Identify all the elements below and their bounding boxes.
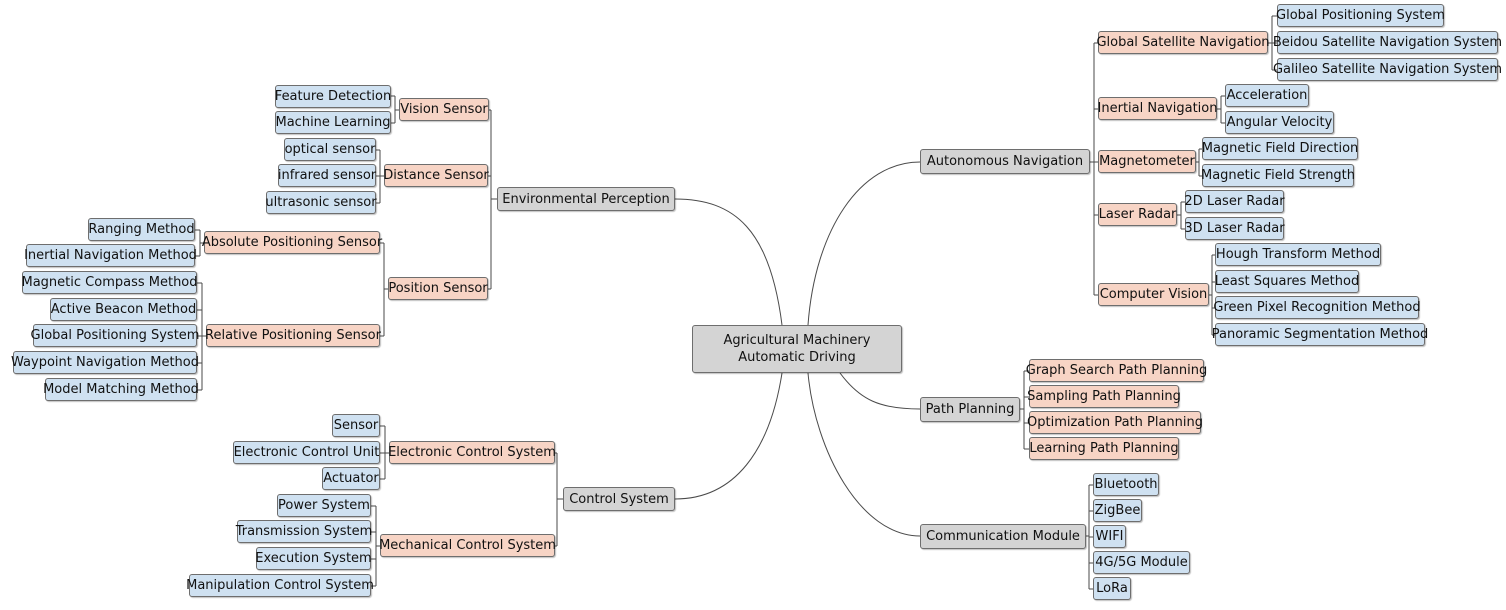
item-bluetooth[interactable]: Bluetooth	[1093, 473, 1159, 496]
root-topic-line2: Automatic Driving	[738, 350, 856, 365]
item-optimization-path-planning[interactable]: Optimization Path Planning	[1027, 411, 1203, 434]
item-machine-learning[interactable]: Machine Learning	[275, 111, 391, 134]
item-inertial-navigation-method[interactable]: Inertial Navigation Method	[24, 244, 197, 267]
topic-position-sensor[interactable]: Position Sensor	[388, 277, 488, 300]
item-infrared-sensor[interactable]: infrared sensor	[278, 164, 376, 187]
topic-global-satellite-navigation[interactable]: Global Satellite Navigation	[1096, 31, 1270, 54]
topic-laser-radar[interactable]: Laser Radar	[1098, 203, 1177, 226]
item-galileo-satellite-navigation-system[interactable]: Galileo Satellite Navigation System	[1273, 58, 1502, 81]
topic-electronic-control-system[interactable]: Electronic Control System	[388, 441, 556, 464]
item-4g5g-module[interactable]: 4G/5G Module	[1093, 551, 1190, 574]
item-model-matching-method[interactable]: Model Matching Method	[43, 378, 199, 401]
item-lora[interactable]: LoRa	[1093, 577, 1131, 600]
item-global-positioning-system[interactable]: Global Positioning System	[1276, 4, 1445, 27]
root-topic-line1: Agricultural Machinery	[723, 333, 871, 348]
item-ranging-method[interactable]: Ranging Method	[88, 218, 195, 241]
item-sampling-path-planning[interactable]: Sampling Path Planning	[1027, 385, 1181, 408]
item-magnetic-field-direction[interactable]: Magnetic Field Direction	[1202, 137, 1358, 160]
topic-path-planning[interactable]: Path Planning	[920, 397, 1020, 422]
item-magnetic-field-strength[interactable]: Magnetic Field Strength	[1201, 164, 1355, 187]
topic-environmental-perception[interactable]: Environmental Perception	[497, 187, 675, 211]
item-zigbee[interactable]: ZigBee	[1093, 499, 1142, 522]
item-active-beacon-method[interactable]: Active Beacon Method	[50, 298, 197, 321]
topic-vision-sensor[interactable]: Vision Sensor	[399, 98, 489, 121]
topic-inertial-navigation[interactable]: Inertial Navigation	[1098, 97, 1217, 120]
topic-communication-module[interactable]: Communication Module	[920, 524, 1086, 549]
item-acceleration[interactable]: Acceleration	[1225, 84, 1309, 107]
item-electronic-control-unit[interactable]: Electronic Control Unit	[233, 441, 380, 464]
topic-absolute-positioning-sensor[interactable]: Absolute Positioning Sensor	[202, 231, 382, 254]
topic-control-system[interactable]: Control System	[563, 487, 675, 511]
item-learning-path-planning[interactable]: Learning Path Planning	[1029, 437, 1179, 460]
item-graph-search-path-planning[interactable]: Graph Search Path Planning	[1026, 359, 1207, 382]
item-global-positioning-system-relative[interactable]: Global Positioning System	[31, 324, 199, 347]
item-panoramic-segmentation-method[interactable]: Panoramic Segmentation Method	[1212, 323, 1428, 346]
item-power-system[interactable]: Power System	[277, 494, 371, 517]
item-green-pixel-recognition-method[interactable]: Green Pixel Recognition Method	[1213, 296, 1421, 319]
item-execution-system[interactable]: Execution System	[255, 547, 372, 570]
item-sensor[interactable]: Sensor	[332, 414, 380, 437]
item-3d-laser-radar[interactable]: 3D Laser Radar	[1184, 217, 1285, 240]
root-topic[interactable]: Agricultural Machinery Automatic Driving	[692, 325, 902, 373]
item-beidou-satellite-navigation-system[interactable]: Beidou Satellite Navigation System	[1273, 31, 1502, 54]
item-actuator[interactable]: Actuator	[322, 467, 380, 490]
item-least-squares-method[interactable]: Least Squares Method	[1215, 270, 1359, 293]
item-manipulation-control-system[interactable]: Manipulation Control System	[186, 574, 374, 597]
item-waypoint-navigation-method[interactable]: Waypoint Navigation Method	[11, 351, 199, 374]
item-feature-detection[interactable]: Feature Detection	[275, 85, 391, 108]
topic-distance-sensor[interactable]: Distance Sensor	[383, 164, 489, 187]
item-magnetic-compass-method[interactable]: Magnetic Compass Method	[22, 271, 198, 294]
item-optical-sensor[interactable]: optical sensor	[284, 138, 376, 161]
topic-autonomous-navigation[interactable]: Autonomous Navigation	[920, 149, 1090, 174]
topic-magnetometer[interactable]: Magnetometer	[1098, 150, 1196, 173]
item-ultrasonic-sensor[interactable]: ultrasonic sensor	[265, 191, 377, 214]
item-wifi[interactable]: WIFI	[1093, 525, 1126, 548]
topic-relative-positioning-sensor[interactable]: Relative Positioning Sensor	[205, 324, 381, 347]
item-hough-transform-method[interactable]: Hough Transform Method	[1215, 243, 1381, 266]
topic-mechanical-control-system[interactable]: Mechanical Control System	[379, 534, 556, 557]
item-2d-laser-radar[interactable]: 2D Laser Radar	[1184, 190, 1285, 213]
item-transmission-system[interactable]: Transmission System	[236, 520, 372, 543]
item-angular-velocity[interactable]: Angular Velocity	[1225, 111, 1334, 134]
topic-computer-vision[interactable]: Computer Vision	[1098, 283, 1209, 306]
